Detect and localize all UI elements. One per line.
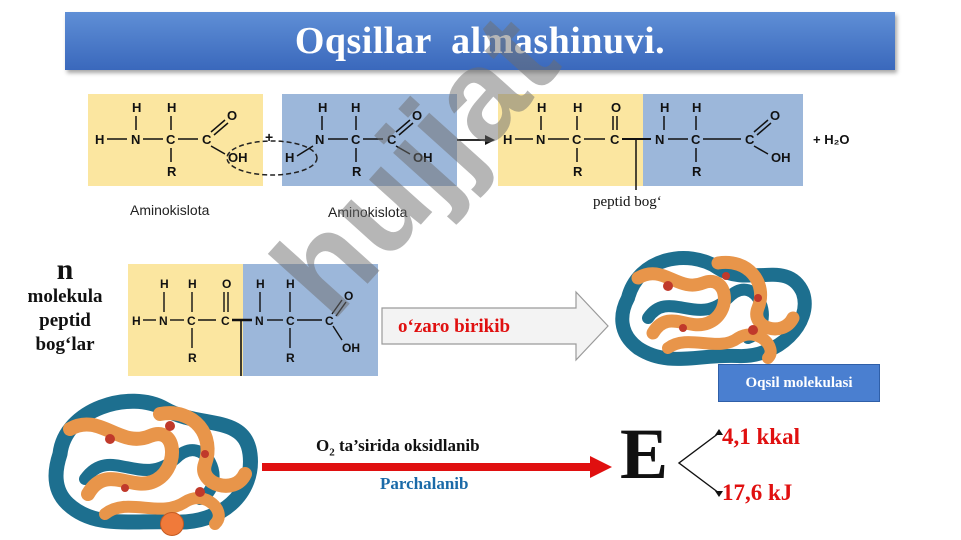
svg-text:O: O: [770, 108, 780, 123]
svg-text:R: R: [352, 164, 362, 179]
breakdown-label: Parchalanib: [380, 474, 469, 493]
oxidation-arrow: [262, 456, 612, 478]
svg-text:H: H: [256, 277, 265, 291]
svg-text:R: R: [167, 164, 177, 179]
svg-text:H: H: [285, 150, 294, 165]
protein-molecule-label: Oqsil molekulasi: [718, 364, 880, 402]
plus-sign: +: [265, 129, 273, 145]
energy-kj: 17,6 kJ: [722, 480, 793, 505]
svg-text:H: H: [286, 277, 295, 291]
svg-text:C: C: [286, 314, 295, 328]
svg-text:C: C: [325, 314, 334, 328]
svg-text:H: H: [351, 100, 360, 115]
svg-text:N: N: [315, 132, 324, 147]
svg-text:N: N: [131, 132, 140, 147]
svg-text:C: C: [351, 132, 361, 147]
amino-acid-1-bg: [88, 94, 263, 186]
combine-arrow-label: o‘zaro birikib: [398, 316, 511, 337]
svg-text:H: H: [132, 314, 141, 328]
n-line-3: bog‘lar: [35, 334, 95, 355]
svg-text:N: N: [536, 132, 545, 147]
svg-text:C: C: [387, 132, 397, 147]
amino-acid-2-label: Aminokislota: [328, 204, 408, 220]
svg-text:H: H: [160, 277, 169, 291]
svg-text:R: R: [573, 164, 583, 179]
oxidation-label: O2 ta’sirida oksidlanib: [316, 436, 480, 458]
n-line-2: peptid: [39, 310, 91, 331]
water-removal-ellipse: [226, 140, 318, 176]
svg-text:H: H: [573, 100, 582, 115]
svg-text:C: C: [187, 314, 196, 328]
water-product: + H₂O: [813, 132, 849, 147]
svg-text:H: H: [318, 100, 327, 115]
svg-text:N: N: [655, 132, 664, 147]
svg-text:R: R: [286, 351, 295, 365]
svg-text:R: R: [188, 351, 197, 365]
svg-text:O: O: [412, 108, 422, 123]
oxygen-subscript: 2: [329, 446, 335, 459]
svg-text:R: R: [692, 164, 702, 179]
svg-text:C: C: [202, 132, 212, 147]
svg-text:H: H: [503, 132, 512, 147]
molecule-1: H H H N C C R O OH: [95, 100, 248, 179]
svg-text:OH: OH: [771, 150, 791, 165]
title-bar: Oqsillar almashinuvi.: [65, 12, 895, 70]
page-title: Oqsillar almashinuvi.: [294, 20, 666, 62]
oxygen-symbol: O: [316, 436, 330, 455]
protein-molecule-bottom-image: [48, 393, 258, 530]
svg-text:O: O: [227, 108, 237, 123]
svg-text:O: O: [222, 277, 231, 291]
svg-text:C: C: [572, 132, 582, 147]
svg-text:O: O: [611, 100, 621, 115]
svg-text:H: H: [167, 100, 176, 115]
reaction-diagram: H H H N C C R O OH + H N H C H R C: [88, 94, 849, 210]
energy-kcal: 4,1 kkal: [722, 424, 800, 449]
svg-text:C: C: [691, 132, 701, 147]
n-molecules-text: n molekula peptid bog‘lar: [10, 255, 120, 357]
svg-text:OH: OH: [413, 150, 433, 165]
svg-text:O: O: [344, 289, 353, 303]
energy-branch-arrows: [677, 429, 723, 497]
svg-text:C: C: [610, 132, 620, 147]
n-line-1: molekula: [27, 286, 103, 307]
n-letter: n: [56, 253, 74, 286]
svg-text:H: H: [188, 277, 197, 291]
svg-text:N: N: [255, 314, 264, 328]
svg-text:H: H: [660, 100, 669, 115]
peptide-bond-label: peptid bog‘: [593, 194, 662, 210]
molecule-2: H N H C H R C O OH: [285, 100, 433, 179]
svg-text:C: C: [745, 132, 755, 147]
svg-text:C: C: [166, 132, 176, 147]
svg-text:H: H: [132, 100, 141, 115]
amino-acid-2-bg: [282, 94, 457, 186]
svg-text:H: H: [692, 100, 701, 115]
dipeptide-yellow-bg: [498, 94, 643, 186]
svg-text:H: H: [95, 132, 104, 147]
oxidation-text: ta’sirida oksidlanib: [334, 436, 480, 455]
combine-arrow: [381, 290, 609, 362]
dipeptide: H H O H N C C R N H C H R C O OH: [503, 100, 791, 190]
protein-molecule-image: [615, 251, 812, 366]
energy-symbol: E: [620, 414, 669, 494]
peptide-structure: H H O H N C C R N H C H R C O OH: [128, 264, 378, 376]
amino-acid-1-label: Aminokislota: [130, 202, 210, 218]
svg-text:N: N: [159, 314, 168, 328]
svg-text:C: C: [221, 314, 230, 328]
svg-text:H: H: [537, 100, 546, 115]
dipeptide-blue-bg: [643, 94, 803, 186]
svg-text:OH: OH: [342, 341, 360, 355]
svg-text:OH: OH: [228, 150, 248, 165]
orange-dot: [160, 512, 184, 536]
